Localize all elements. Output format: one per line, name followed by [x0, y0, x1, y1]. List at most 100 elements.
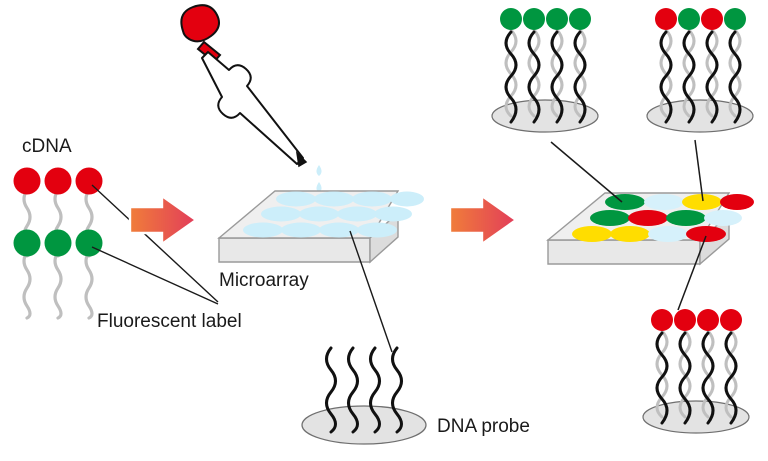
- array-spot: [357, 222, 397, 238]
- array-spot: [243, 222, 283, 238]
- probe-strand: [391, 346, 403, 434]
- droplet-group: [316, 165, 322, 193]
- fluorescent-dot-green: [75, 229, 103, 257]
- fluorescent-dot-red: [13, 167, 41, 195]
- hybrid-panel-mixed: [646, 8, 754, 133]
- arrow-shape: [128, 193, 199, 247]
- array-spot: [281, 222, 321, 238]
- probe-strand-group: [659, 30, 742, 124]
- panel-dot-group: [651, 309, 742, 331]
- probe-strand: [347, 346, 359, 434]
- microarray-label: Microarray: [219, 270, 309, 291]
- hybrid-panel-green: [491, 8, 599, 133]
- probe-strand: [682, 30, 696, 124]
- fluorescent-dot-green: [13, 229, 41, 257]
- slab-front-face: [218, 237, 371, 263]
- leader-mixed-panel: [694, 139, 704, 202]
- leader-line-group: [91, 184, 219, 305]
- fluorescent-dot-green: [523, 8, 545, 30]
- probe-strand: [527, 30, 541, 124]
- probe-strand-group: [504, 30, 587, 124]
- fluorescent-dot-green: [500, 8, 522, 30]
- pipette: [180, 4, 308, 168]
- pipette-barrel: [201, 51, 304, 165]
- panel-dot-group: [500, 8, 591, 30]
- blank-microarray: [217, 190, 424, 264]
- pipette-tip: [295, 150, 308, 168]
- result-spot-pale-blue: [648, 226, 688, 242]
- fluorescent-dot-green: [569, 8, 591, 30]
- cdna-dot-green-group: [13, 229, 103, 257]
- leader-red-label: [91, 184, 219, 303]
- array-spot: [374, 206, 412, 222]
- fluorescent-dot-red: [720, 309, 742, 331]
- result-microarray: [546, 192, 754, 266]
- hybrid-panel-red: [642, 309, 750, 434]
- result-spot-grid: [572, 194, 754, 242]
- array-spot: [299, 206, 339, 222]
- fluorescent-dot-red: [701, 8, 723, 30]
- probe-strand-group: [655, 331, 738, 425]
- panel-surface-disc: [491, 99, 599, 133]
- fluorescent-dot-green: [678, 8, 700, 30]
- result-spot-yellow: [682, 194, 722, 210]
- fluorescent-dot-green: [546, 8, 568, 30]
- fluorescent-dot-green: [724, 8, 746, 30]
- result-spot-red: [686, 226, 726, 242]
- probe-surface-disc: [301, 405, 427, 445]
- result-spot-yellow: [610, 226, 650, 242]
- process-arrow-1: [128, 193, 199, 247]
- probe-strand: [659, 30, 673, 124]
- fluorescent-dot-red: [651, 309, 673, 331]
- probe-strand: [701, 331, 715, 425]
- probe-strand: [728, 30, 742, 124]
- pipette-bulb: [180, 4, 220, 43]
- fluorescent-dot-red: [44, 167, 72, 195]
- array-spot: [390, 191, 424, 207]
- probe-strand: [705, 30, 719, 124]
- array-spot: [319, 222, 359, 238]
- fluorescent-dot-red: [674, 309, 696, 331]
- probe-strand: [655, 331, 669, 425]
- result-spot-yellow: [572, 226, 612, 242]
- fluorescent-dot-red: [697, 309, 719, 331]
- array-spot: [261, 206, 301, 222]
- probe-strand: [724, 331, 738, 425]
- probe-strand: [369, 346, 381, 434]
- leader-probe: [349, 230, 393, 353]
- droplet: [316, 182, 322, 193]
- slab-front-face: [547, 239, 701, 265]
- leader-green-label: [91, 246, 219, 305]
- result-spot-red: [720, 194, 754, 210]
- arrow-shape: [448, 193, 519, 247]
- panel-surface-disc: [642, 400, 750, 434]
- probe-strand: [504, 30, 518, 124]
- array-spot: [276, 191, 316, 207]
- result-spot-pale-blue: [704, 210, 742, 226]
- array-spot: [352, 191, 392, 207]
- result-spot-red: [628, 210, 668, 226]
- array-spot: [314, 191, 354, 207]
- fluorescent-dot-green: [44, 229, 72, 257]
- leader-green-panel: [550, 141, 623, 203]
- dna-probe-inset: [301, 346, 427, 445]
- fluorescent-label-text: Fluorescent label: [97, 311, 242, 332]
- leader-red-panel: [677, 235, 707, 311]
- droplet: [316, 165, 322, 176]
- probe-strand: [573, 30, 587, 124]
- result-leader-group: [550, 139, 707, 311]
- result-spot-green: [590, 210, 630, 226]
- result-spot-pale-blue: [644, 194, 684, 210]
- probe-strand: [550, 30, 564, 124]
- cdna-label: cDNA: [22, 136, 72, 157]
- probe-strand: [678, 331, 692, 425]
- blank-spot-grid: [243, 191, 424, 238]
- dna-probe-label: DNA probe: [437, 416, 530, 437]
- result-spot-green: [666, 210, 706, 226]
- process-arrow-2: [448, 193, 519, 247]
- array-spot: [337, 206, 377, 222]
- result-spot-green: [605, 194, 645, 210]
- probe-strand: [325, 346, 337, 434]
- panel-surface-disc: [646, 99, 754, 133]
